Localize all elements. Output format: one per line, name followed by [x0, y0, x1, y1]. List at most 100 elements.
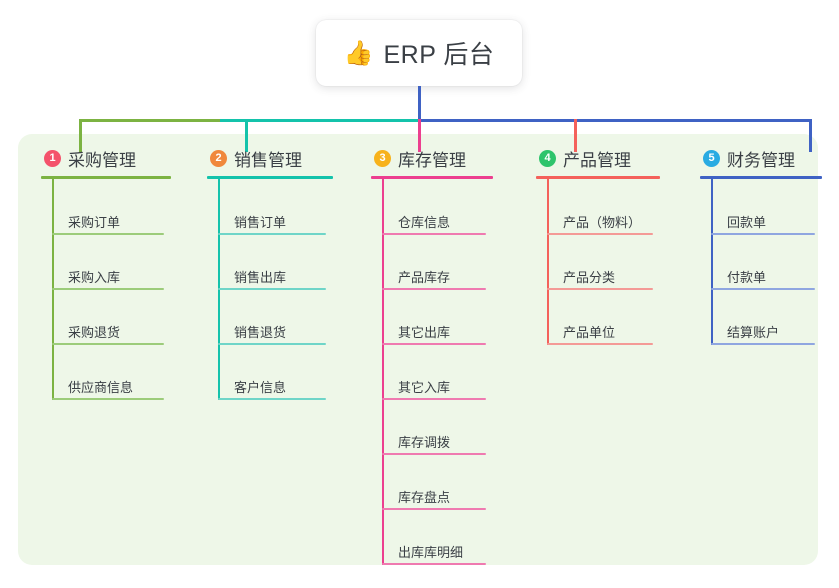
- branch-number-badge: 5: [703, 149, 720, 167]
- branch-item-label: 销售退货: [234, 325, 287, 340]
- branch-item[interactable]: 付款单: [711, 270, 815, 293]
- branch-spine: [711, 178, 713, 345]
- branch-item[interactable]: 采购订单: [52, 215, 164, 238]
- branch-underline: [371, 176, 493, 179]
- branch-item-rule: [382, 233, 486, 235]
- branch-item-label: 供应商信息: [68, 380, 134, 395]
- branch-item-rule: [547, 343, 653, 345]
- branch-title: 销售管理: [234, 150, 302, 170]
- branch-number-badge: 3: [374, 149, 391, 167]
- branch-item-label: 其它出库: [398, 325, 451, 340]
- branch-underline: [700, 176, 822, 179]
- branch-item[interactable]: 销售出库: [218, 270, 326, 293]
- branch-item-rule: [218, 233, 326, 235]
- branch-title: 产品管理: [563, 150, 631, 170]
- branch-item-rule: [218, 343, 326, 345]
- branches-panel: [18, 134, 818, 565]
- connector-drop-1: [79, 119, 82, 152]
- connector-bus-segment-2: [220, 119, 419, 122]
- branch-item-rule: [52, 398, 164, 400]
- branch-number-badge: 1: [44, 149, 61, 167]
- branch-item-label: 采购入库: [68, 270, 121, 285]
- root-node-erp-backend[interactable]: 👍 ERP 后台: [316, 20, 522, 86]
- branch-item-label: 采购订单: [68, 215, 121, 230]
- connector-bus-segment-3: [418, 119, 810, 122]
- branch-item-label: 仓库信息: [398, 215, 451, 230]
- branch-item-rule: [711, 288, 815, 290]
- branch-item-label: 销售订单: [234, 215, 287, 230]
- branch-title: 财务管理: [727, 150, 795, 170]
- branch-underline: [536, 176, 660, 179]
- branch-item-label: 产品库存: [398, 270, 451, 285]
- branch-item-rule: [52, 288, 164, 290]
- branch-item-rule: [218, 288, 326, 290]
- branch-item-label: 产品（物料）: [563, 215, 642, 230]
- branch-item-rule: [218, 398, 326, 400]
- connector-drop-4: [574, 119, 577, 152]
- branch-item-label: 产品分类: [563, 270, 616, 285]
- branch-item[interactable]: 销售退货: [218, 325, 326, 348]
- branch-column-销售管理: 2 销售管理销售订单销售出库销售退货客户信息: [192, 146, 348, 400]
- branch-item[interactable]: 供应商信息: [52, 380, 164, 403]
- branch-item[interactable]: 结算账户: [711, 325, 815, 348]
- connector-bus-segment-1: [79, 119, 221, 122]
- branch-item-rule: [711, 343, 815, 345]
- branch-item-rule: [382, 453, 486, 455]
- branch-item-rule: [382, 343, 486, 345]
- branch-header-采购管理[interactable]: 1 采购管理: [26, 146, 186, 170]
- branch-item[interactable]: 库存调拨: [382, 435, 486, 458]
- branch-header-产品管理[interactable]: 4 产品管理: [521, 146, 675, 170]
- branch-item[interactable]: 仓库信息: [382, 215, 486, 238]
- branch-spine: [382, 178, 384, 565]
- branch-item[interactable]: 销售订单: [218, 215, 326, 238]
- connector-drop-2: [245, 119, 248, 152]
- branch-item[interactable]: 产品（物料）: [547, 215, 653, 238]
- branch-item-label: 回款单: [727, 215, 767, 230]
- branch-item[interactable]: 出库库明细: [382, 545, 486, 568]
- branch-title: 库存管理: [398, 150, 466, 170]
- connector-root-stem: [418, 86, 421, 121]
- branch-number-badge: 2: [210, 149, 227, 167]
- connector-drop-5: [809, 119, 812, 152]
- branch-item-rule: [547, 288, 653, 290]
- branch-item[interactable]: 回款单: [711, 215, 815, 238]
- branch-item-rule: [382, 563, 486, 565]
- branch-item[interactable]: 其它入库: [382, 380, 486, 403]
- branch-item-label: 销售出库: [234, 270, 287, 285]
- branch-header-库存管理[interactable]: 3 库存管理: [356, 146, 508, 170]
- branch-item[interactable]: 产品库存: [382, 270, 486, 293]
- branch-item-rule: [382, 508, 486, 510]
- branch-item-rule: [382, 398, 486, 400]
- branch-item-rule: [711, 233, 815, 235]
- connector-drop-3: [418, 119, 421, 152]
- branch-item[interactable]: 客户信息: [218, 380, 326, 403]
- branch-item-rule: [52, 233, 164, 235]
- branch-item-label: 结算账户: [727, 325, 780, 340]
- branch-column-采购管理: 1 采购管理采购订单采购入库采购退货供应商信息: [26, 146, 186, 400]
- branch-underline: [207, 176, 333, 179]
- branch-spine: [547, 178, 549, 345]
- branch-number-badge: 4: [539, 149, 556, 167]
- branch-item[interactable]: 采购入库: [52, 270, 164, 293]
- branch-title: 采购管理: [68, 150, 136, 170]
- branch-item[interactable]: 产品单位: [547, 325, 653, 348]
- thumbs-up-icon: 👍: [343, 39, 374, 67]
- branch-column-产品管理: 4 产品管理产品（物料） 产品分类产品单位: [521, 146, 675, 345]
- root-node-inner: 👍 ERP 后台: [344, 35, 495, 71]
- branch-item[interactable]: 库存盘点: [382, 490, 486, 513]
- branch-item-label: 产品单位: [563, 325, 616, 340]
- branch-item-label: 采购退货: [68, 325, 121, 340]
- branch-item-label: 其它入库: [398, 380, 451, 395]
- branch-item[interactable]: 其它出库: [382, 325, 486, 348]
- branch-item-label: 客户信息: [234, 380, 287, 395]
- branch-item[interactable]: 采购退货: [52, 325, 164, 348]
- branch-underline: [41, 176, 171, 179]
- branch-header-财务管理[interactable]: 5 财务管理: [685, 146, 837, 170]
- branch-column-库存管理: 3 库存管理仓库信息产品库存其它出库其它入库库存调拨库存盘点出库库明细: [356, 146, 508, 565]
- branch-item[interactable]: 产品分类: [547, 270, 653, 293]
- branch-header-销售管理[interactable]: 2 销售管理: [192, 146, 348, 170]
- branch-item-label: 付款单: [727, 270, 767, 285]
- branch-item-rule: [52, 343, 164, 345]
- root-node-label: ERP 后台: [383, 41, 495, 69]
